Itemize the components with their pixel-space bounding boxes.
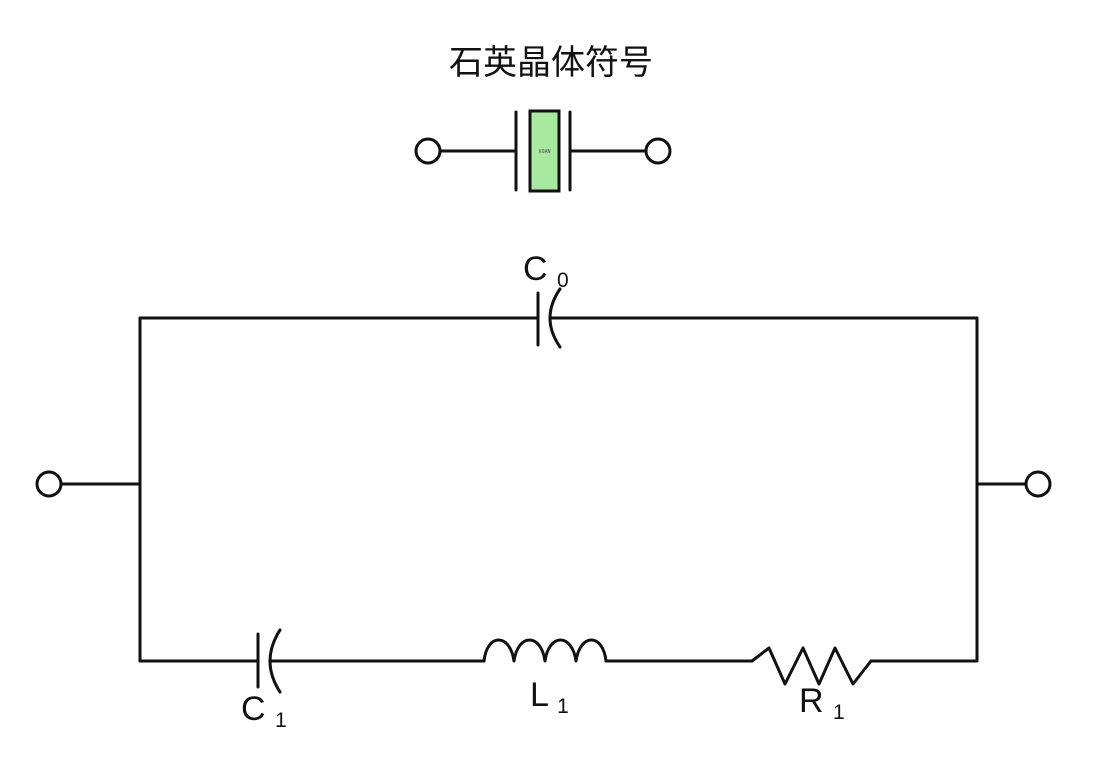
c1-label-main: C — [241, 690, 266, 728]
crystal-right-terminal — [644, 137, 672, 165]
l1-inductor-coil — [482, 638, 608, 663]
c0-label-main: C — [523, 250, 548, 288]
l1-label-subscript: 1 — [557, 695, 569, 718]
l1-label: L 1 — [530, 676, 569, 718]
c0-label: C 0 — [523, 250, 569, 292]
c1-label-subscript: 1 — [275, 709, 287, 732]
crystal-body — [528, 109, 561, 193]
r1-label: R 1 — [799, 682, 845, 724]
r1-label-subscript: 1 — [833, 701, 845, 724]
left-input-terminal — [35, 470, 63, 498]
right-output-terminal — [1024, 470, 1052, 498]
crystal-left-terminal — [414, 137, 442, 165]
diagram-title: 石英晶体符号 — [449, 43, 653, 83]
l1-label-main: L — [530, 676, 548, 714]
equivalent-circuit: C 0 C 1 L 1 R 1 — [35, 250, 1052, 732]
c0-label-subscript: 0 — [557, 269, 569, 292]
quartz-crystal-symbol: XOAN — [414, 109, 672, 193]
c1-label: C 1 — [241, 690, 287, 732]
r1-resistor-zigzag — [750, 646, 873, 686]
r1-label-main: R — [799, 682, 824, 720]
crystal-body-text: XOAN — [538, 149, 550, 155]
